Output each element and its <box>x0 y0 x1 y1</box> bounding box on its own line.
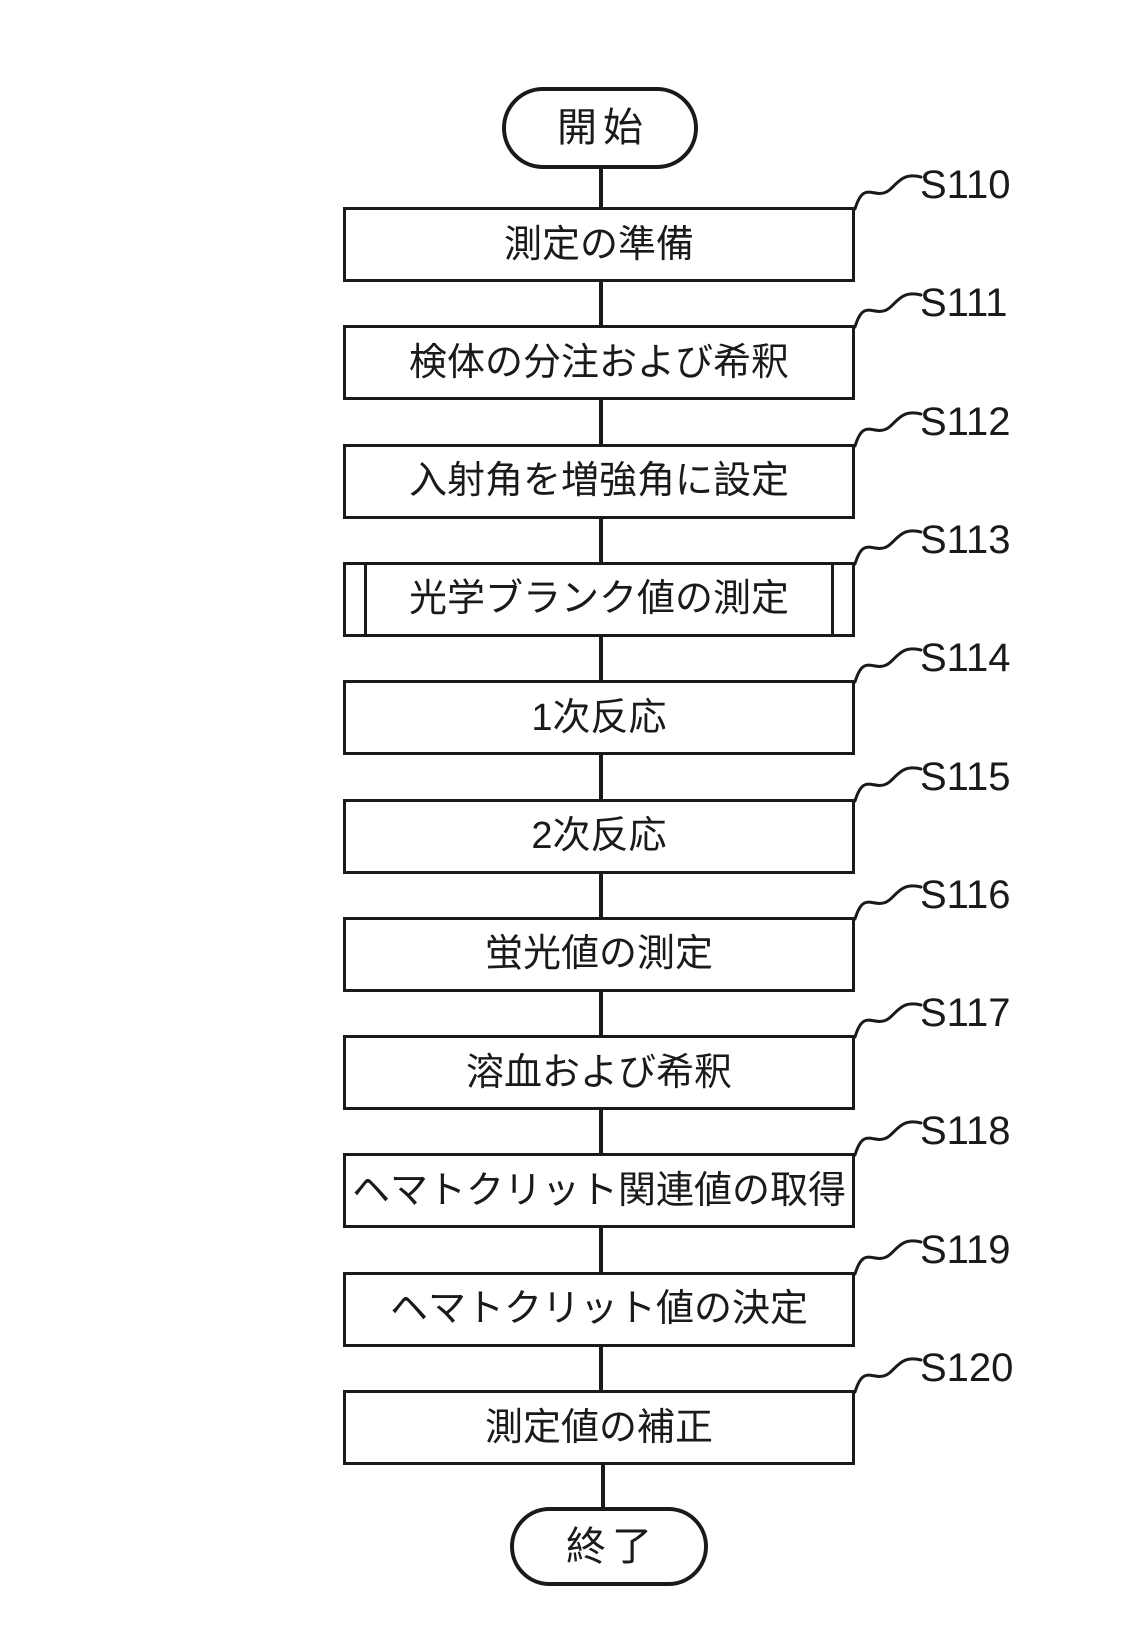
flow-step-s115: 2次反応 S115 <box>0 754 1134 874</box>
step-id: S110 <box>920 163 1011 207</box>
step-label: 測定値の補正 <box>484 1406 713 1449</box>
flow-step-s120: 測定値の補正 S120 <box>0 1346 1134 1465</box>
start-terminal: 開始 <box>502 87 698 169</box>
start-terminal-label: 開始 <box>557 106 649 150</box>
step-label: 溶血および希釈 <box>465 1051 732 1094</box>
flow-step-s113: 光学ブランク値の測定 S113 <box>0 517 1134 637</box>
leader-squiggle-line <box>853 292 923 329</box>
step-id: S118 <box>920 1109 1011 1154</box>
connector-line <box>599 517 603 562</box>
step-label: ヘマトクリット値の決定 <box>389 1288 808 1331</box>
flow-step-s111: 検体の分注および希釈 S111 <box>0 281 1134 401</box>
connector-line <box>599 991 603 1036</box>
leader-squiggle-line <box>853 1239 923 1276</box>
process-box: 2次反応 <box>343 798 855 874</box>
process-box: 検体の分注および希釈 <box>343 325 855 401</box>
flow-step-s110: 測定の準備 S110 <box>0 165 1134 282</box>
leader-squiggle-line <box>853 1120 923 1157</box>
step-label: 入射角を増強角に設定 <box>408 460 789 503</box>
process-box: 測定値の補正 <box>343 1390 855 1465</box>
step-id: S119 <box>920 1227 1011 1272</box>
subroutine-box: 光学ブランク値の測定 <box>343 561 855 637</box>
process-box: 蛍光値の測定 <box>343 916 855 992</box>
connector-line <box>601 1465 605 1507</box>
step-label: 光学ブランク値の測定 <box>408 578 789 621</box>
flow-step-s112: 入射角を増強角に設定 S112 <box>0 399 1134 519</box>
process-box: ヘマトクリット値の決定 <box>343 1271 855 1347</box>
process-box: ヘマトクリット関連値の取得 <box>343 1153 855 1229</box>
leader-squiggle-line <box>853 647 923 684</box>
leader-squiggle-line <box>853 1002 923 1039</box>
step-label: ヘマトクリット関連値の取得 <box>351 1169 846 1212</box>
leader-squiggle-line <box>853 765 923 802</box>
step-id: S116 <box>920 872 1011 917</box>
connector-line <box>599 281 603 326</box>
flow-step-s114: 1次反応 S114 <box>0 636 1134 756</box>
step-label: 測定の準備 <box>503 223 694 266</box>
step-label: 蛍光値の測定 <box>484 933 713 976</box>
step-label: 2次反応 <box>531 815 667 857</box>
connector-line <box>599 1346 603 1390</box>
step-id: S111 <box>920 281 1008 326</box>
end-terminal: 終了 <box>510 1507 708 1586</box>
process-box: 1次反応 <box>343 680 855 756</box>
process-box: 溶血および希釈 <box>343 1035 855 1111</box>
connector-line <box>599 754 603 799</box>
flow-step-s119: ヘマトクリット値の決定 S119 <box>0 1227 1134 1347</box>
process-box: 測定の準備 <box>343 207 855 282</box>
end-terminal-label: 終了 <box>566 1524 658 1569</box>
step-id: S120 <box>920 1346 1014 1390</box>
step-id: S113 <box>920 517 1011 562</box>
connector-line <box>599 168 603 207</box>
leader-squiggle-line <box>853 411 923 448</box>
step-id: S114 <box>920 636 1011 681</box>
connector-line <box>599 872 603 917</box>
leader-squiggle-line <box>853 529 923 566</box>
connector-line <box>599 1109 603 1154</box>
connector-line <box>599 399 603 444</box>
leader-squiggle-line <box>853 1357 923 1394</box>
flow-step-s118: ヘマトクリット関連値の取得 S118 <box>0 1109 1134 1229</box>
flow-step-s117: 溶血および希釈 S117 <box>0 991 1134 1111</box>
connector-line <box>599 636 603 681</box>
leader-squiggle-line <box>853 884 923 921</box>
step-label: 検体の分注および希釈 <box>408 341 789 384</box>
step-label: 1次反応 <box>531 696 667 739</box>
step-id: S117 <box>920 991 1011 1036</box>
leader-squiggle-line <box>853 174 923 211</box>
flow-step-s116: 蛍光値の測定 S116 <box>0 872 1134 992</box>
process-box: 入射角を増強角に設定 <box>343 443 855 519</box>
step-id: S115 <box>920 754 1011 799</box>
step-id: S112 <box>920 399 1011 444</box>
connector-line <box>599 1227 603 1272</box>
